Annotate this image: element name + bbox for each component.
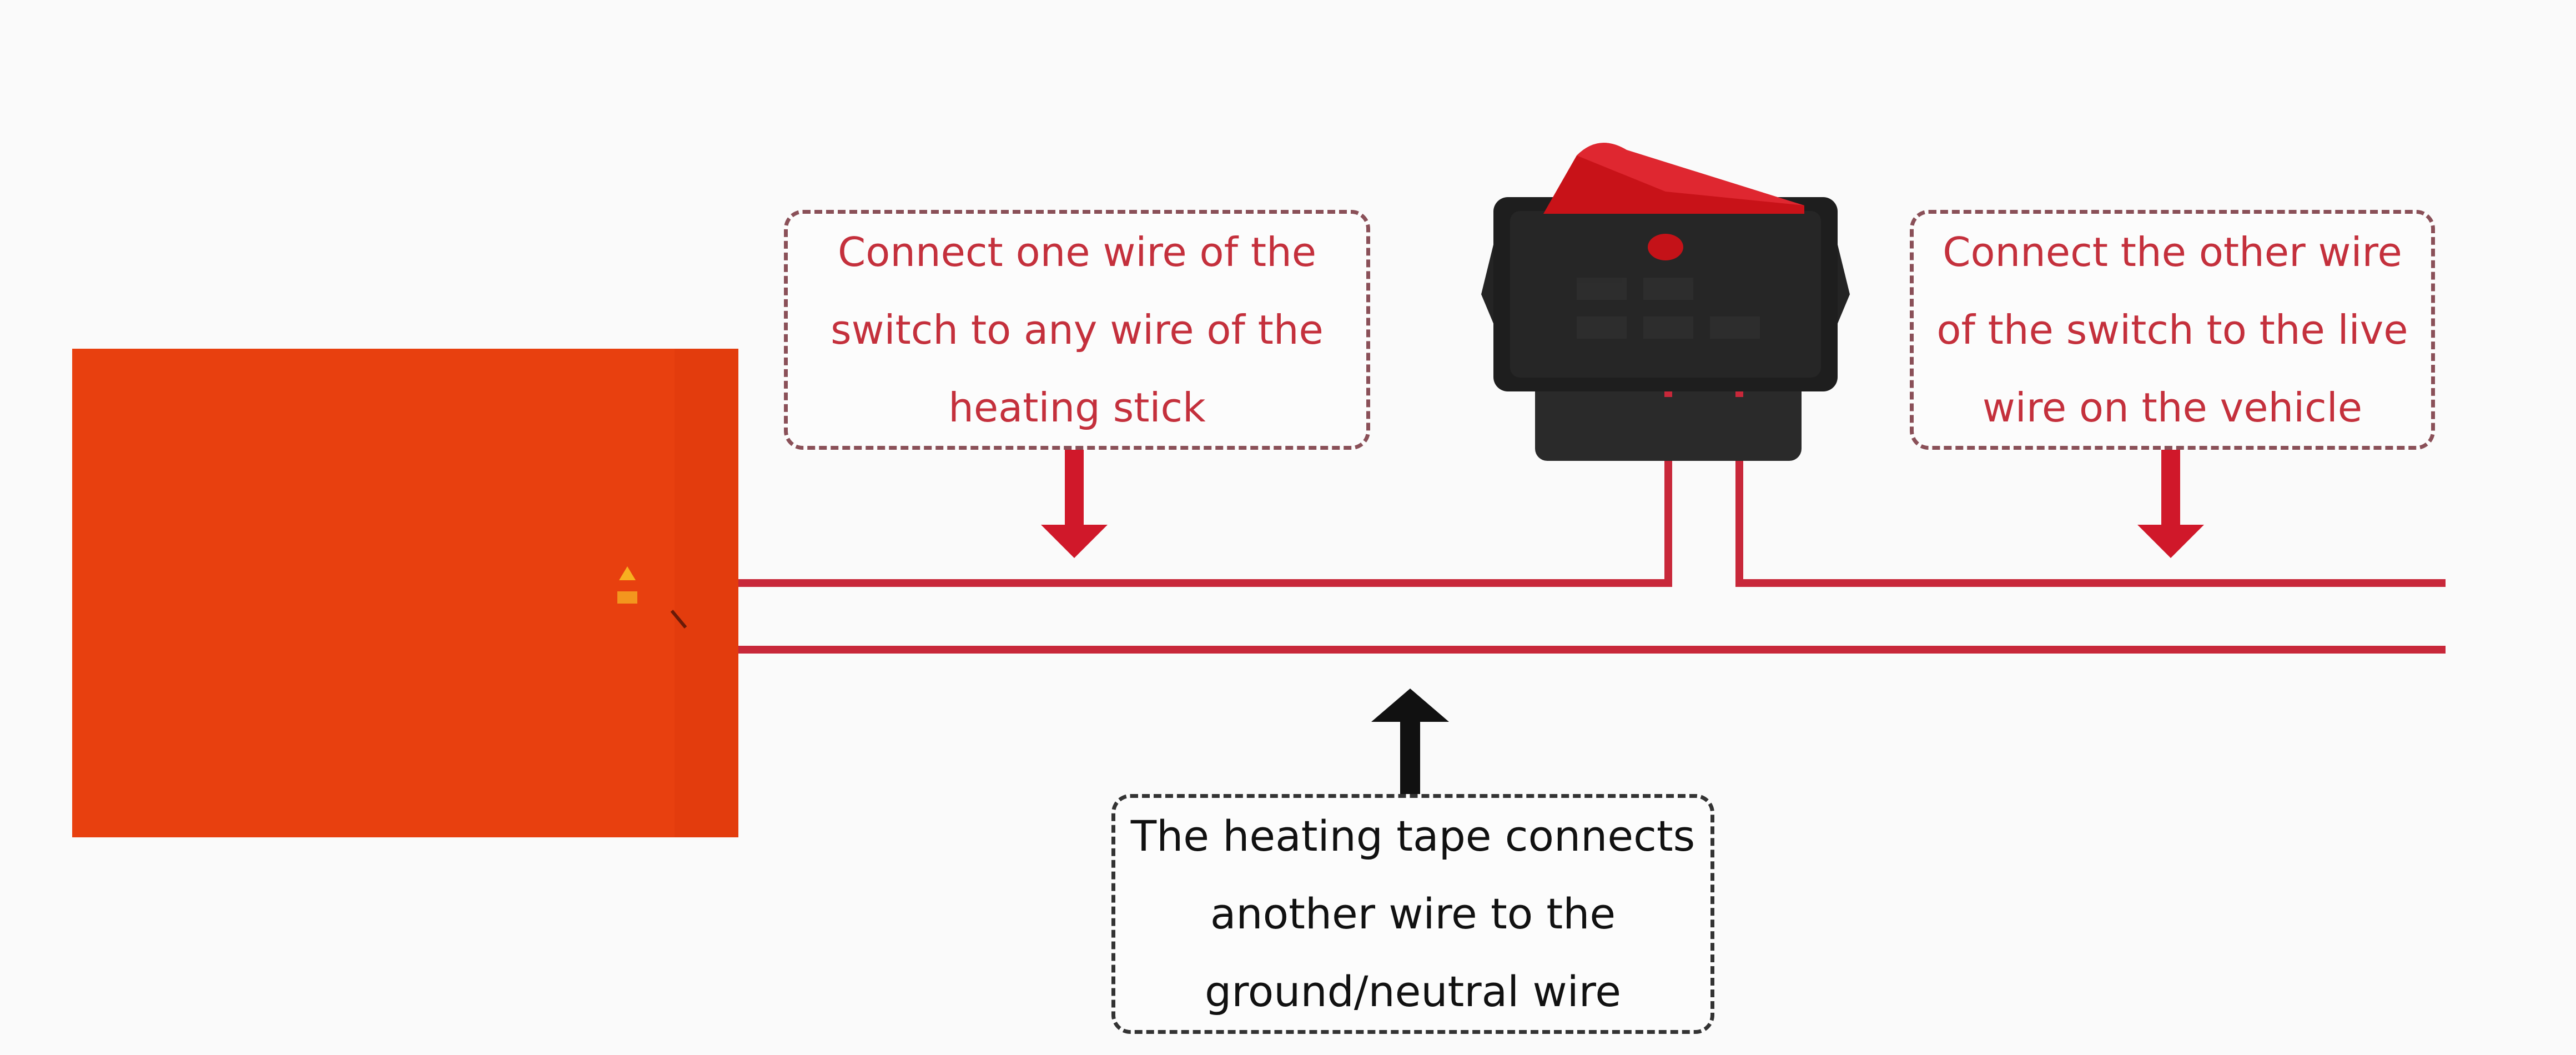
callout-bottom-text: The heating tape connects another wire t… [1130,811,1695,1016]
arrow-down-left [1041,444,1108,558]
callout-bottom: The heating tape connects another wire t… [1111,794,1714,1034]
warning-icon [617,566,687,629]
arrow-down-right [2137,444,2204,558]
callout-right: Connect the other wire of the switch to … [1910,210,2435,450]
callout-left-text: Connect one wire of the switch to any wi… [831,229,1324,431]
heating-pad [72,349,738,837]
callout-right-text: Connect the other wire of the switch to … [1936,229,2408,431]
callout-left: Connect one wire of the switch to any wi… [784,210,1370,450]
arrow-up-black [1371,689,1449,798]
heating-pad-edge [675,349,738,837]
rocker-switch-icon [1481,143,1850,461]
